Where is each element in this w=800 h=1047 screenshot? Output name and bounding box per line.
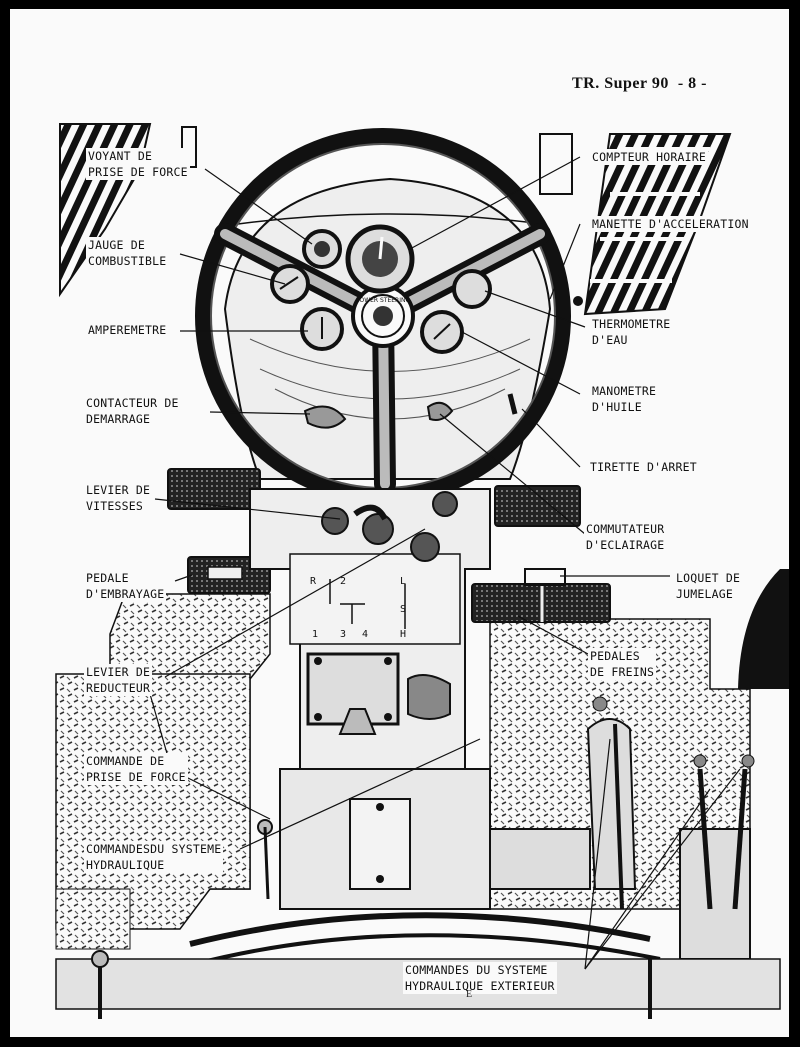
label-commandes-hydraulique-exterieur: COMMANDES DU SYSTEME HYDRAULIQUE EXTERIE… (403, 962, 557, 994)
label-tirette-arret: TIRETTE D'ARRET (588, 459, 699, 475)
gear-mark-R: R (310, 576, 317, 587)
document-page: POWER STEERING (10, 9, 789, 1037)
label-commutateur-eclairage: COMMUTATEUR D'ECLAIRAGE (584, 521, 667, 553)
light-switch (426, 401, 454, 421)
label-jauge-combustible: JAUGE DE COMBUSTIBLE (86, 237, 169, 269)
label-voyant-prise-de-force: VOYANT DE PRISE DE FORCE (86, 148, 190, 180)
gear-mark-4: 4 (362, 629, 368, 640)
oil-pressure-gauge (420, 310, 464, 354)
label-levier-reducteur: LEVIER DE REDUCTEUR (84, 664, 153, 696)
document-title: TR. Super 90 (572, 75, 669, 92)
water-thermometer-gauge (452, 269, 492, 309)
label-compteur-horaire: COMPTEUR HORAIRE (590, 149, 708, 165)
tachometer-gauge (345, 224, 415, 294)
right-rear-tyre (738, 569, 789, 689)
label-loquet-jumelage: LOQUET DE JUMELAGE (674, 570, 743, 602)
tractor-dashboard-illustration: POWER STEERING (55, 123, 789, 1019)
gear-mark-L: L (400, 576, 406, 587)
pto-indicator-gauge (302, 229, 342, 269)
hydraulic-quadrant (586, 696, 755, 960)
left-platform-pedal (167, 468, 261, 510)
label-pedales-freins: PEDALES DE FREINS (588, 648, 657, 680)
gear-mark-2: 2 (340, 576, 346, 587)
label-amperemetre: AMPEREMETRE (86, 322, 169, 338)
label-thermometre-eau: THERMOMETRE D'EAU (590, 316, 673, 348)
gear-mark-3: 3 (340, 629, 346, 640)
label-manette-acceleration: MANETTE D'ACCELERATION (590, 216, 751, 232)
document-header: TR. Super 90 - 8 - (572, 75, 707, 93)
ignition-switch (303, 405, 347, 429)
label-contacteur-demarrage: CONTACTEUR DE DEMARRAGE (84, 395, 181, 427)
footer-mark: E (466, 989, 473, 1000)
label-commandes-hydraulique: COMMANDESDU SYSTEME HYDRAULIQUE (84, 841, 224, 873)
leader-lines (149, 156, 741, 970)
label-pedale-embrayage: PEDALE D'EMBRAYAGE (84, 570, 167, 602)
right-platform-pedal (494, 485, 581, 527)
label-levier-vitesses: LEVIER DE VITESSES (84, 482, 153, 514)
transmission-housing (249, 488, 591, 910)
steering-hub-text: POWER STEERING (356, 297, 411, 304)
gear-mark-H: H (400, 629, 406, 640)
label-manometre-huile: MANOMETRE D'HUILE (590, 383, 659, 415)
gear-mark-1: 1 (312, 629, 318, 640)
fuel-gauge (270, 264, 310, 304)
stop-pull (507, 393, 518, 415)
label-commande-prise-de-force: COMMANDE DE PRISE DE FORCE (84, 753, 188, 785)
ammeter-gauge (300, 307, 344, 351)
page-number: - 8 - (677, 75, 707, 92)
gear-mark-S: S (400, 604, 406, 615)
